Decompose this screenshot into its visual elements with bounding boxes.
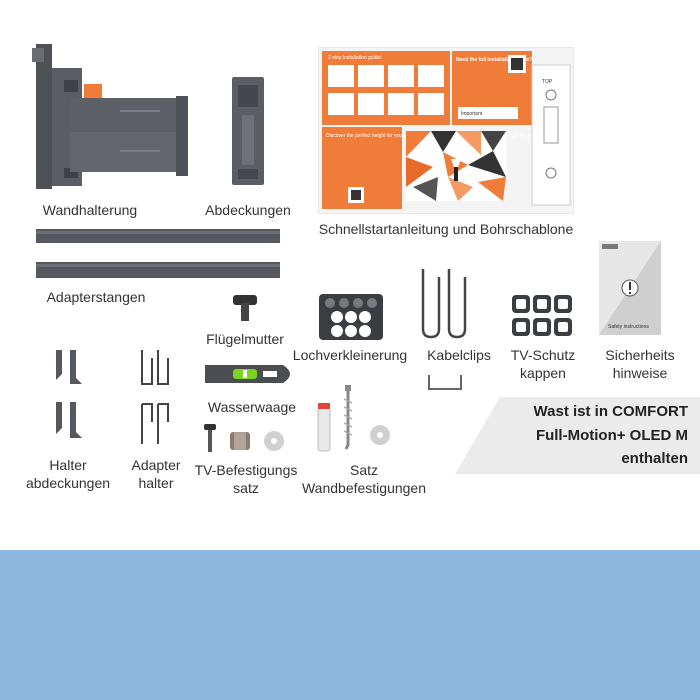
label-satz-1: Satz bbox=[349, 462, 379, 478]
blue-footer-band bbox=[0, 550, 700, 700]
label-kabelclips: Kabelclips bbox=[427, 347, 491, 363]
banner-line-1: Wast ist in COMFORT bbox=[533, 403, 688, 420]
wing-nut-image bbox=[230, 293, 260, 323]
label-adapter-2: halter bbox=[138, 475, 174, 491]
label-fluegelmutter: Flügelmutter bbox=[206, 331, 284, 347]
safety-card-image: Safety instructions bbox=[598, 240, 662, 336]
label-tv-schutz-1: TV-Schutz bbox=[510, 347, 576, 363]
label-schnellstart: Schnellstartanleitung und Bohrschablone bbox=[318, 221, 574, 237]
label-wasserwaage: Wasserwaage bbox=[207, 399, 297, 415]
contents-banner: Wast ist in COMFORT Full-Motion+ OLED M … bbox=[455, 397, 700, 474]
label-abdeckungen: Abdeckungen bbox=[205, 202, 291, 218]
covers-image bbox=[228, 75, 268, 190]
guide-need-full: Need the full installation Guide? bbox=[456, 57, 532, 63]
guide-important: Important bbox=[461, 111, 483, 117]
label-sicherheit-2: hinweise bbox=[612, 365, 668, 381]
quickstart-guide-image: 2 step installation guide! Need the full… bbox=[318, 47, 574, 214]
template-top: TOP bbox=[542, 79, 553, 85]
holder-covers-image bbox=[52, 348, 86, 448]
label-adapterstangen: Adapterstangen bbox=[46, 289, 146, 305]
label-tv-schutz-2: kappen bbox=[520, 365, 566, 381]
safety-card-text: Safety instructions bbox=[608, 324, 649, 330]
tv-mounting-set-image bbox=[202, 420, 292, 454]
label-sicherheit-1: Sicherheits bbox=[605, 347, 675, 363]
wall-mount-image bbox=[30, 40, 190, 195]
label-adapter-1: Adapter bbox=[131, 457, 181, 473]
label-lochverkleinerung: Lochverkleinerung bbox=[292, 347, 408, 363]
label-halter-1: Halter bbox=[49, 457, 87, 473]
tv-protection-caps-image bbox=[511, 294, 573, 338]
geometric-pattern bbox=[406, 131, 506, 201]
banner-line-3: enthalten bbox=[621, 450, 688, 467]
spirit-level-image bbox=[203, 361, 299, 387]
adapter-bars-image bbox=[36, 229, 280, 281]
hole-reducer-image bbox=[318, 293, 384, 341]
wall-fixing-set-image bbox=[310, 383, 394, 455]
label-tv-bef-2: satz bbox=[233, 480, 259, 496]
cable-clips-image bbox=[415, 267, 475, 395]
label-satz-2: Wandbefestigungen bbox=[301, 480, 427, 496]
banner-line-2: Full-Motion+ OLED M bbox=[535, 427, 688, 444]
orange-lock-tab bbox=[84, 84, 102, 98]
adapter-holders-image bbox=[138, 348, 172, 448]
guide-heading: 2 step installation guide! bbox=[328, 55, 382, 61]
label-wandhalterung: Wandhalterung bbox=[42, 202, 138, 218]
label-halter-2: abdeckungen bbox=[25, 475, 111, 491]
label-tv-bef-1: TV-Befestigungs bbox=[194, 462, 298, 478]
